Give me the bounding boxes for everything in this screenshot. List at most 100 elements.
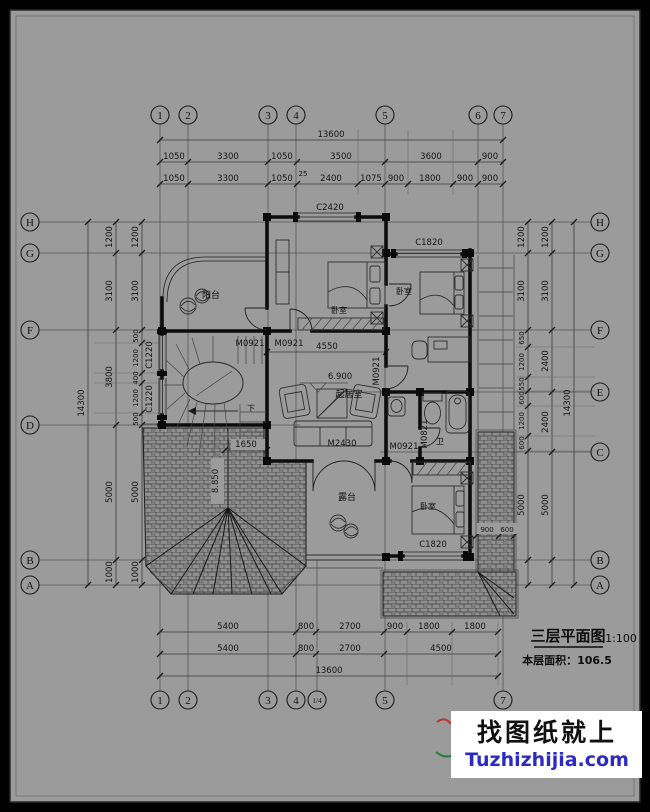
dim-label: 2400 [541, 411, 551, 433]
dim-label: 5400 [217, 622, 239, 632]
balcony-glazing [162, 256, 266, 303]
watermark-text-cn: 找图纸就上 [477, 718, 617, 747]
bathtub [445, 390, 470, 434]
windows [157, 212, 468, 561]
dim-label: 2400 [320, 174, 342, 184]
wardrobe-bedroom3 [412, 461, 471, 476]
room-label-terrace: 露台 [338, 491, 356, 503]
axis-bubble-label: 1 [157, 110, 163, 122]
dim-label: 1200 [132, 349, 140, 367]
dim-label: 3600 [420, 152, 442, 162]
dim-label: 5000 [105, 481, 115, 503]
room-label-living: 起居室 [335, 388, 362, 400]
dim-label: 600 [500, 526, 513, 534]
roof-strip-right [477, 431, 515, 573]
dim-label: 900 [482, 174, 498, 184]
dim-label: 600 [518, 436, 526, 449]
dim-label: 1200 [518, 353, 526, 371]
stair-down-label: 下 [247, 404, 255, 413]
furniture [275, 239, 474, 549]
window-c1220-pair [158, 334, 167, 415]
axis-bubble-label: D [26, 420, 34, 432]
door-m2430-double [312, 460, 376, 492]
axis-bubble-label: A [26, 580, 34, 592]
dim-label: 2700 [339, 622, 361, 632]
window-c1820-bottom [403, 551, 463, 561]
dim-label: 14300 [77, 389, 87, 416]
dim-label: 900 [480, 526, 493, 534]
roof-strip-bottom [382, 571, 517, 617]
dim-label: 650 [518, 331, 526, 344]
desk [427, 336, 471, 363]
level-label: 8.850 [211, 469, 221, 493]
axis-bubble-label: G [596, 248, 604, 260]
floor-area-label: 本层面积：106.5 [522, 653, 612, 667]
door-hall [385, 365, 409, 390]
axis-bubble-label: H [596, 217, 604, 229]
desk-chair [411, 340, 428, 360]
axis-bubble-label: 6 [475, 110, 481, 122]
axis-bubble-label: E [597, 387, 604, 399]
opening-label: C1820 [419, 540, 447, 550]
axis-bubble-label: F [597, 325, 603, 337]
opening-label: M0821 [420, 420, 430, 449]
dim-label: 400 [132, 371, 140, 384]
drawing-scale: 1:100 [605, 632, 637, 645]
room-label-bath: 卫 [436, 437, 444, 446]
dim-label: 3800 [105, 366, 115, 388]
axis-bubble-label: 7 [500, 110, 506, 122]
watermark-decor-red [436, 718, 452, 725]
room-label-bedroom: 卧室 [420, 501, 436, 511]
bed-bedroom3 [411, 485, 465, 535]
plants [179, 288, 359, 539]
axis-bubbles: 1 2 3 4 5 6 7 1 2 3 4 1/4 5 7 H G F D B … [20, 105, 610, 710]
axis-bubble-label: F [27, 325, 33, 337]
dim-label: 2400 [541, 350, 551, 372]
opening-label: C1820 [415, 238, 443, 248]
dim-label: 1050 [271, 174, 293, 184]
coffee-table [316, 388, 348, 419]
staircase [164, 336, 266, 457]
door-bedroom3 [389, 460, 413, 484]
opening-label: M2430 [328, 439, 357, 449]
room-label-balcony: 阳台 [202, 289, 220, 301]
axis-bubble-label: 2 [185, 695, 191, 707]
axis-bubble-label: 7 [500, 695, 506, 707]
terrace-railing [306, 554, 387, 561]
dim-label: 800 [298, 622, 314, 632]
washbasin [387, 396, 406, 417]
opening-label: M0921 [372, 357, 382, 386]
stair-direction-arrow [188, 407, 196, 415]
dim-label: 3100 [131, 280, 141, 302]
dim-label: 4500 [430, 644, 452, 654]
dim-label: 13600 [317, 130, 344, 140]
dim-label: 1800 [418, 622, 440, 632]
room-label-bedroom: 卧室 [396, 286, 412, 296]
watermark: 找图纸就上 Tuzhizhijia.com [435, 711, 642, 778]
door-bath [420, 427, 441, 448]
toilet [422, 392, 443, 402]
axis-bubble-label: 4 [293, 695, 299, 707]
opening-label: M0921 [236, 339, 265, 349]
dim-label: 5000 [541, 494, 551, 516]
room-label-bedroom: 卧室 [331, 305, 347, 315]
level-marks [211, 382, 517, 534]
axis-bubble-label: 5 [382, 110, 388, 122]
dim-label: 1075 [360, 174, 382, 184]
dim-label: 1050 [163, 174, 185, 184]
watermark-text-url: Tuzhizhijia.com [465, 749, 629, 771]
axis-bubble-label: 3 [265, 695, 271, 707]
dim-label: 1050 [271, 152, 293, 162]
watermark-panel [451, 711, 642, 778]
dim-label: 13600 [315, 666, 342, 676]
dim-label: 900 [387, 622, 403, 632]
door-balcony [244, 307, 268, 331]
axis-bubble-label: A [596, 580, 604, 592]
dim-label: 900 [457, 174, 473, 184]
dim-label: 1800 [419, 174, 441, 184]
opening-label: C1220 [145, 341, 155, 369]
axis-bubble-label: 5 [382, 695, 388, 707]
dim-label: 550 [518, 377, 526, 390]
dim-label: 3300 [217, 152, 239, 162]
